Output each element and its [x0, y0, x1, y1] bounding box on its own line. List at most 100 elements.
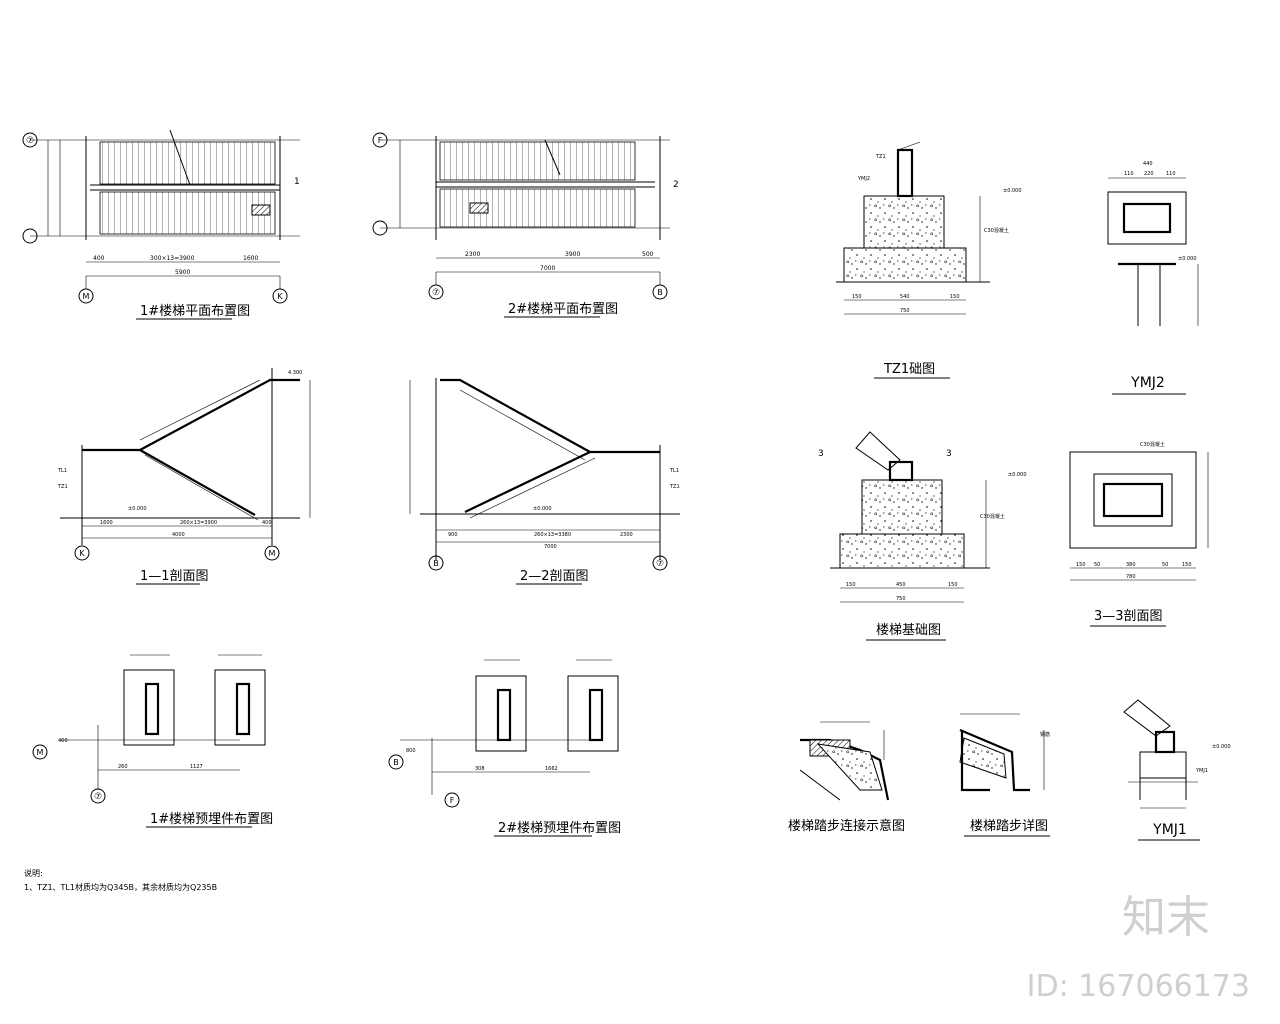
- plan1-title: 1#楼梯平面布置图: [140, 304, 250, 319]
- ymj1-title: YMJ1: [1152, 822, 1187, 838]
- ymj2-level-zero: ±0.000: [1178, 256, 1197, 262]
- emb2-axis-b: B: [393, 758, 399, 767]
- stepdetail-drawing: [959, 713, 1045, 792]
- sec33-dim-2: 50: [1094, 562, 1100, 568]
- sec22-dim-3: 2300: [620, 532, 633, 538]
- plan1-dim-2: 300×13=3900: [150, 255, 195, 262]
- sec33-dim-5: 150: [1182, 562, 1192, 568]
- plan2-axis-7: ⑦: [432, 288, 440, 298]
- found-drawing: [830, 431, 990, 603]
- emb2-axis-f: F: [450, 796, 455, 805]
- ymj2-title: YMJ2: [1130, 375, 1165, 391]
- plan2-drawing: [372, 132, 670, 300]
- sec33-dim-3: 380: [1126, 562, 1136, 568]
- emb1-title: 1#楼梯预埋件布置图: [150, 812, 273, 827]
- stepconn-title: 楼梯踏步连接示意图: [788, 818, 905, 834]
- found-level-zero: ±0.000: [1008, 472, 1027, 478]
- ymj1-drawing: [1123, 699, 1198, 809]
- plan1-axis-k: K: [277, 292, 283, 301]
- sec33-dim-total: 780: [1126, 574, 1136, 580]
- sec11-dim-3: 400: [262, 520, 272, 526]
- tz1-label-ymj2: YMJ2: [857, 176, 870, 182]
- sec33-title: 3—3剖面图: [1094, 609, 1163, 624]
- sec11-dim-total: 4000: [172, 532, 185, 538]
- emb1-dim-1: 260: [118, 764, 128, 770]
- watermark-brand: 知末: [1122, 892, 1210, 943]
- notes-line1: 1、TZ1、TL1材质均为Q345B，其余材质均为Q235B: [24, 882, 217, 892]
- plan1-section-mark: 1: [294, 177, 300, 187]
- sec22-dim-2: 260×13=3380: [534, 532, 571, 538]
- sec22-title: 2—2剖面图: [520, 569, 589, 584]
- found-dim-2: 450: [896, 582, 906, 588]
- sec33-drawing: [1069, 451, 1209, 581]
- sec33-c30: C30混凝土: [1140, 441, 1165, 448]
- sec33-dim-1: 150: [1076, 562, 1086, 568]
- plan2-axis-b: B: [657, 288, 663, 297]
- sec11-tz1: TZ1: [57, 484, 68, 490]
- ymj1-label: YMJ1: [1195, 768, 1208, 774]
- emb2-dim-1: 308: [475, 766, 485, 772]
- emb2-title: 2#楼梯预埋件布置图: [498, 821, 621, 836]
- sec22-level-zero: ±0.000: [533, 506, 552, 512]
- sec22-dim-1: 900: [448, 532, 458, 538]
- plan1-axis-m: M: [83, 292, 90, 301]
- found-title: 楼梯基础图: [876, 623, 941, 638]
- ymj2-drawing: [1107, 177, 1199, 326]
- tz1-label-tz1: TZ1: [875, 154, 886, 160]
- plan1-drawing: [22, 129, 300, 304]
- plan1-dim-1: 400: [93, 255, 105, 262]
- tz1-dim-1: 150: [852, 294, 862, 300]
- notes-heading: 说明:: [24, 868, 43, 878]
- found-sec-mark-right: 3: [946, 449, 952, 459]
- tz1-dim-3: 150: [950, 294, 960, 300]
- tz1-dim-total: 750: [900, 308, 910, 314]
- tz1-dim-2: 540: [900, 294, 910, 300]
- plan2-axis-f: F: [378, 136, 383, 145]
- tz1-level-zero: ±0.000: [1003, 188, 1022, 194]
- stepdetail-rebar: 钢筋: [1040, 731, 1050, 738]
- found-dim-1: 150: [846, 582, 856, 588]
- plan2-section-mark: 2: [673, 180, 679, 190]
- sec22-drawing: [409, 378, 680, 571]
- sec33-dim-4: 50: [1162, 562, 1168, 568]
- found-sec-mark-left: 3: [818, 449, 824, 459]
- ymj2-dim-2: 220: [1144, 171, 1154, 177]
- emb1-dim-3: 460: [58, 738, 68, 744]
- found-dim-3: 150: [948, 582, 958, 588]
- sec11-axis-k: K: [79, 549, 85, 558]
- plan2-dim-total: 7000: [540, 265, 555, 272]
- found-c30: C30混凝土: [980, 513, 1005, 520]
- sec11-level-zero: ±0.000: [128, 506, 147, 512]
- emb1-axis-m: M: [37, 748, 44, 757]
- sec22-dim-total: 7000: [544, 544, 557, 550]
- sec22-tl1: TL1: [669, 468, 679, 474]
- sec22-axis-7: ⑦: [656, 559, 664, 569]
- plan1-dim-total: 5900: [175, 269, 190, 276]
- sec11-axis-m: M: [269, 549, 276, 558]
- stepdetail-title: 楼梯踏步详图: [970, 819, 1048, 834]
- emb2-dim-3: 800: [406, 748, 416, 754]
- sec11-dim-2: 260×13=3900: [180, 520, 217, 526]
- plan2-dim-2: 3900: [565, 251, 580, 258]
- emb1-drawing: [32, 654, 266, 804]
- emb1-dim-2: 1127: [190, 764, 203, 770]
- ymj2-dim-1: 110: [1124, 171, 1134, 177]
- ymj2-dim-total: 440: [1143, 161, 1153, 167]
- sec22-axis-b: B: [433, 559, 439, 568]
- sec11-dim-1: 1600: [100, 520, 113, 526]
- ymj2-dim-3: 110: [1166, 171, 1176, 177]
- ymj1-level-zero: ±0.000: [1212, 744, 1231, 750]
- plan2-dim-3: 500: [642, 251, 654, 258]
- emb2-drawing: [388, 659, 619, 808]
- plan2-title: 2#楼梯平面布置图: [508, 302, 618, 317]
- found-dim-total: 750: [896, 596, 906, 602]
- stepconn-drawing: [799, 721, 890, 801]
- sec11-level-top: 4.300: [288, 370, 302, 376]
- watermark-id: ID: 167066173: [1027, 969, 1250, 1004]
- plan1-axis-top-left: ⑦: [26, 136, 34, 146]
- tz1-c30: C30混凝土: [984, 227, 1009, 234]
- sec11-drawing: [60, 368, 311, 561]
- plan1-dim-3: 1600: [243, 255, 258, 262]
- plan2-dim-1: 2300: [465, 251, 480, 258]
